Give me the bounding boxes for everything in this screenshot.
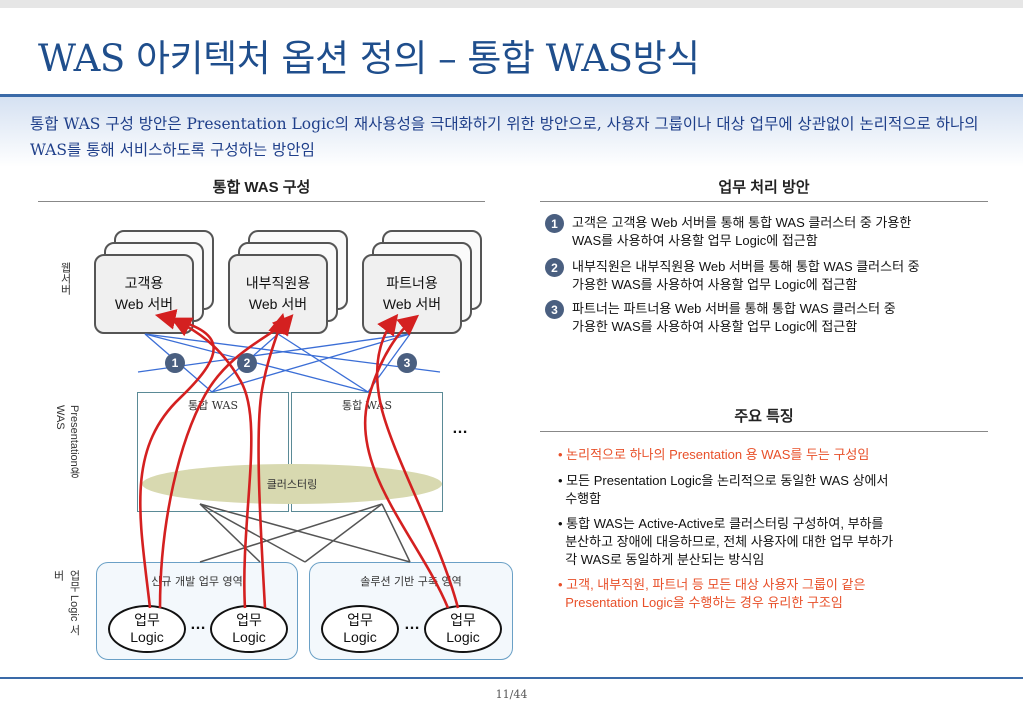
step-line: 파트너는 파트너용 Web 서버를 통해 통합 WAS 클러스터 중 bbox=[572, 301, 896, 316]
logic-label: 업무 bbox=[450, 612, 476, 628]
clustering-ellipse: 클러스터링 bbox=[142, 464, 442, 504]
intro-text: 통합 WAS 구성 방안은 Presentation Logic의 재사용성을 … bbox=[30, 115, 979, 159]
web-server-label: Web 서버 bbox=[382, 296, 442, 312]
logic-node: 업무 Logic bbox=[321, 605, 399, 653]
diagram-heading: 통합 WAS 구성 bbox=[212, 179, 311, 196]
flow-staff-b bbox=[257, 312, 289, 609]
page-number: 11/44 bbox=[495, 688, 528, 701]
badge-3: 3 bbox=[397, 353, 417, 373]
feature-line: 분산하고 장애에 대응하므로, 전체 사용자에 대한 업무 부하가 bbox=[558, 534, 894, 549]
network-line bbox=[277, 333, 369, 393]
feature-line: 각 WAS로 동일하게 분산되는 방식임 bbox=[558, 552, 765, 567]
feature-item-1: • 논리적으로 하나의 Presentation 용 WAS를 두는 구성임 bbox=[558, 446, 978, 464]
process-heading: 업무 처리 방안 bbox=[718, 179, 810, 196]
logic-label: Logic bbox=[130, 629, 164, 645]
intro-band bbox=[0, 97, 1023, 167]
side-label-presentation: Presentation용 WAS bbox=[54, 405, 80, 478]
step-line: 고객은 고객용 Web 서버를 통해 통합 WAS 클러스터 중 가용한 bbox=[572, 215, 912, 230]
page-title: WAS 아키텍처 옵션 정의 – 통합 WAS방식 bbox=[38, 37, 700, 80]
feature-item-4: • 고객, 내부직원, 파트너 등 모든 대상 사용자 그룹이 같은 Prese… bbox=[558, 576, 978, 612]
logic-label: Logic bbox=[232, 629, 266, 645]
step-number: 1 bbox=[545, 214, 564, 233]
logic-node: 업무 Logic bbox=[210, 605, 288, 653]
feature-line: 수행함 bbox=[558, 491, 602, 506]
step-line: 가용한 WAS를 사용하여 사용할 업무 Logic에 접근함 bbox=[572, 277, 858, 292]
feature-line: • 고객, 내부직원, 파트너 등 모든 대상 사용자 그룹이 같은 bbox=[558, 577, 866, 592]
cluster-link bbox=[304, 503, 383, 563]
flow-partner-b bbox=[375, 313, 460, 609]
cluster-link bbox=[199, 503, 306, 563]
web-server-label: 고객용 bbox=[124, 275, 164, 291]
step-text: 고객은 고객용 Web 서버를 통해 통합 WAS 클러스터 중 가용한 WAS… bbox=[572, 214, 992, 250]
features-heading: 주요 특징 bbox=[734, 408, 794, 425]
process-heading-rule bbox=[540, 201, 988, 202]
was-ellipsis: … bbox=[452, 420, 468, 437]
feature-item-3: • 통합 WAS는 Active-Active로 클러스터링 구성하여, 부하를… bbox=[558, 515, 978, 569]
logic-node: 업무 Logic bbox=[424, 605, 502, 653]
cluster-links bbox=[199, 503, 411, 563]
step-number: 3 bbox=[545, 300, 564, 319]
area-label: 신규 개발 업무 영역 bbox=[151, 575, 243, 588]
top-strip bbox=[0, 0, 1023, 8]
step-text: 파트너는 파트너용 Web 서버를 통해 통합 WAS 클러스터 중 가용한 W… bbox=[572, 300, 992, 336]
logic-label: 업무 bbox=[347, 612, 373, 628]
cluster-link bbox=[199, 503, 383, 563]
web-server-label: 내부직원용 bbox=[245, 275, 311, 291]
logic-ellipsis: … bbox=[190, 616, 206, 633]
step-line: WAS를 사용하여 사용할 업무 Logic에 접근함 bbox=[572, 233, 818, 248]
logic-label: Logic bbox=[343, 629, 377, 645]
logic-ellipsis: … bbox=[404, 616, 420, 633]
web-server-label: 파트너용 bbox=[386, 275, 438, 291]
logic-label: 업무 bbox=[236, 612, 262, 628]
web-server-label: Web 서버 bbox=[248, 296, 308, 312]
step-number: 2 bbox=[545, 258, 564, 277]
logic-label: Logic bbox=[446, 629, 480, 645]
badge-2: 2 bbox=[237, 353, 257, 373]
flow-staff-a bbox=[158, 314, 294, 609]
step-line: 가용한 WAS를 사용하여 사용할 업무 Logic에 접근함 bbox=[572, 319, 858, 334]
side-label-web: 웹서버 bbox=[59, 262, 71, 295]
step-line: 내부직원은 내부직원용 Web 서버를 통해 통합 WAS 클러스터 중 bbox=[572, 259, 920, 274]
network-line bbox=[144, 333, 441, 373]
feature-line: • 통합 WAS는 Active-Active로 클러스터링 구성하여, 부하를 bbox=[558, 516, 884, 531]
features-heading-rule bbox=[540, 431, 988, 432]
feature-line: • 논리적으로 하나의 Presentation 용 WAS를 두는 구성임 bbox=[558, 447, 870, 462]
network-line bbox=[211, 333, 411, 393]
cluster-link bbox=[381, 503, 411, 563]
flow-customer-b bbox=[170, 317, 253, 609]
diagram-heading-rule bbox=[38, 201, 485, 202]
network-line bbox=[367, 333, 411, 393]
web-server-label: Web 서버 bbox=[114, 296, 174, 312]
side-label-logic: 업무 Logic 서버 bbox=[52, 570, 80, 636]
flow-partner-a bbox=[363, 314, 450, 609]
cluster-link bbox=[199, 503, 411, 563]
logic-label: 업무 bbox=[134, 612, 160, 628]
title-rule bbox=[0, 94, 1023, 97]
step-text: 내부직원은 내부직원용 Web 서버를 통해 통합 WAS 클러스터 중 가용한… bbox=[572, 258, 992, 294]
logic-node: 업무 Logic bbox=[108, 605, 186, 653]
badge-1: 1 bbox=[165, 353, 185, 373]
flow-customer-a bbox=[138, 309, 215, 609]
request-flows bbox=[138, 309, 460, 609]
feature-line: Presentation Logic을 수행하는 경우 유리한 구조임 bbox=[558, 595, 843, 610]
cluster-link bbox=[199, 503, 261, 563]
footer-rule bbox=[0, 677, 1023, 679]
feature-line: • 모든 Presentation Logic을 논리적으로 동일한 WAS 상… bbox=[558, 473, 889, 488]
feature-item-2: • 모든 Presentation Logic을 논리적으로 동일한 WAS 상… bbox=[558, 472, 978, 508]
